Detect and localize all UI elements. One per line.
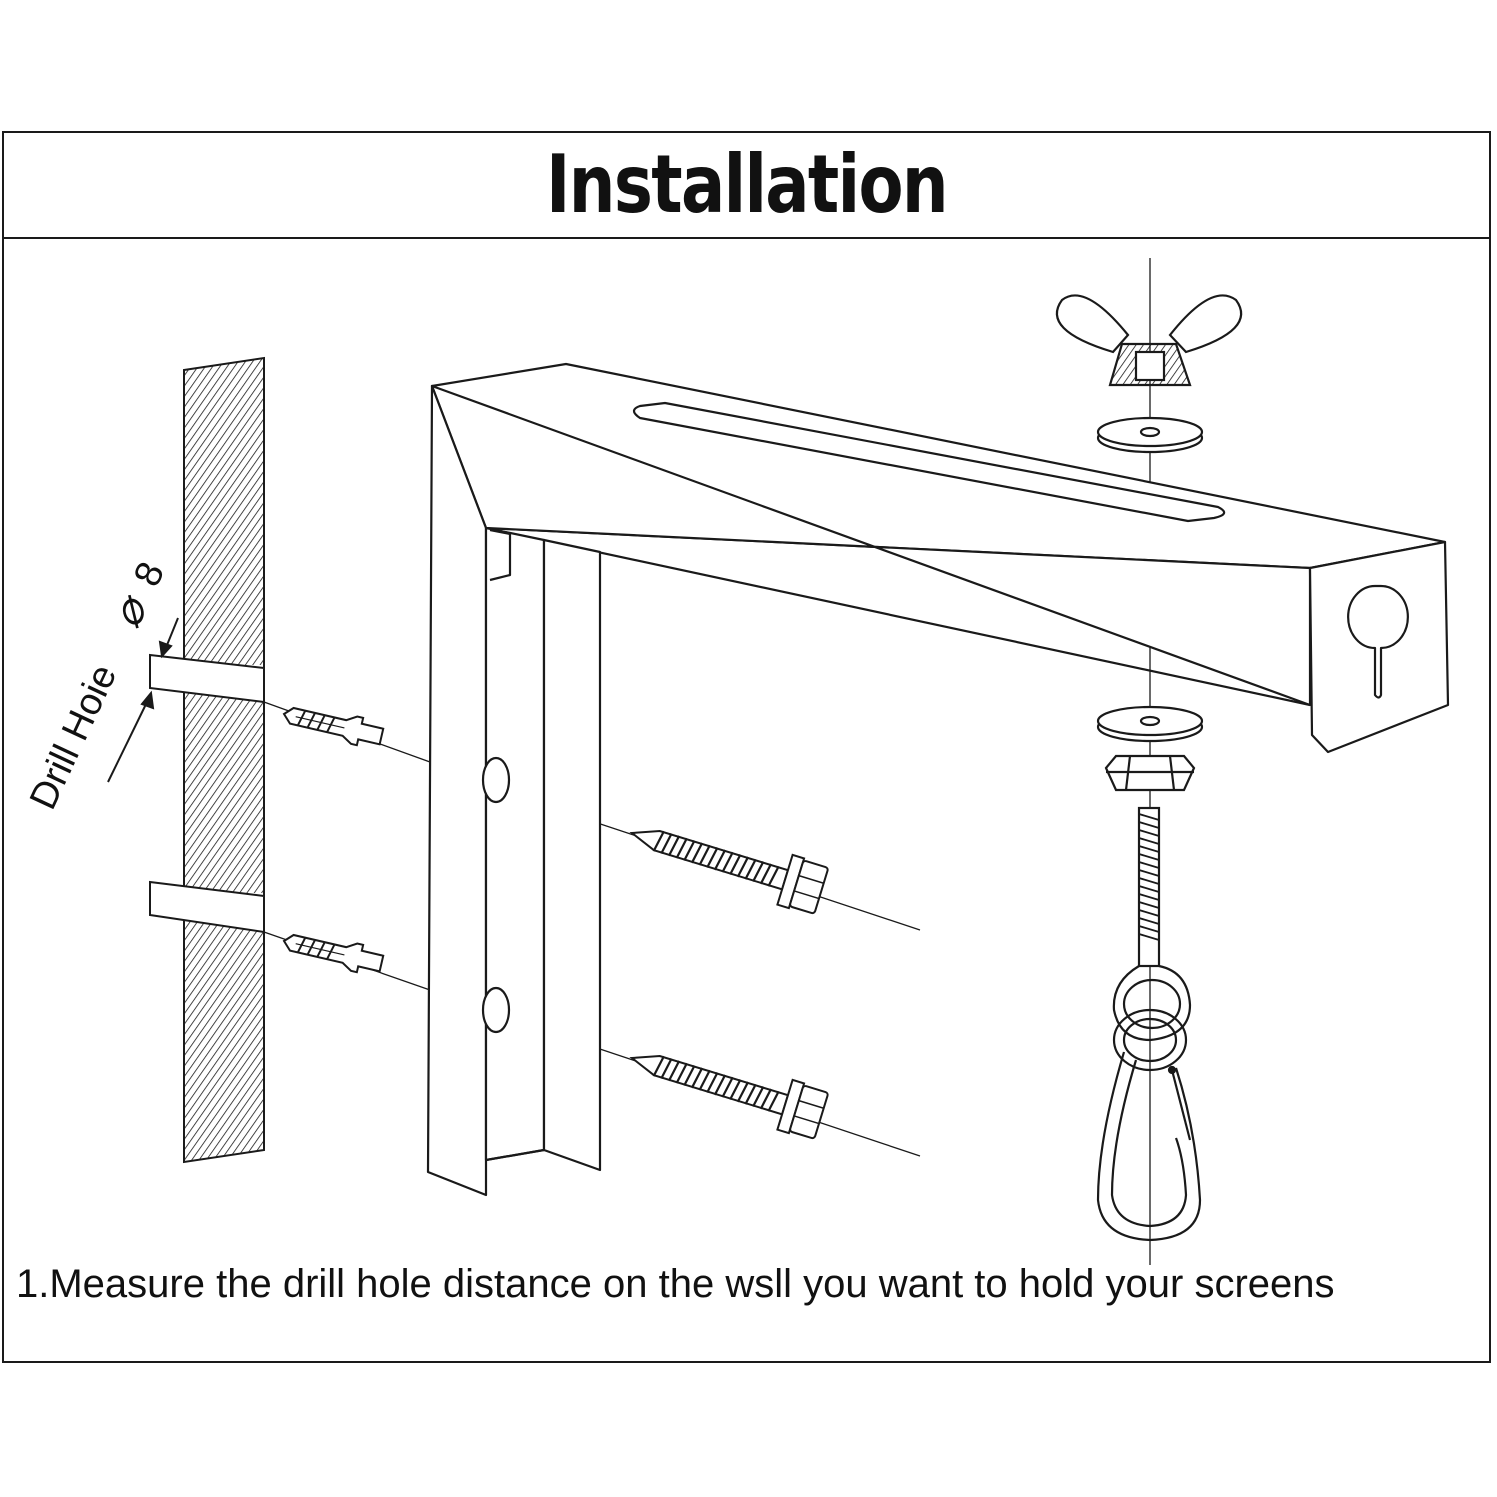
snap-hook — [1096, 1008, 1202, 1242]
dimension-arrows — [107, 617, 179, 783]
screw-upper — [623, 807, 831, 917]
washer-upper — [1096, 416, 1204, 454]
diameter-symbol: ⌀ — [101, 586, 159, 635]
hex-nut — [1104, 754, 1196, 792]
installation-frame: Installation — [2, 131, 1491, 1363]
washer-lower — [1096, 705, 1204, 743]
eye-bolt — [1112, 806, 1192, 1042]
drill-hole-text: Drill Hoie — [22, 658, 125, 815]
instruction-caption: 1.Measure the drill hole distance on the… — [16, 1262, 1335, 1306]
title-bar: Installation — [4, 133, 1489, 239]
wall-anchor-lower — [279, 926, 386, 979]
wing-nut — [1055, 294, 1243, 387]
wall-bracket — [426, 362, 1450, 1197]
diameter-value: 8 — [126, 556, 173, 593]
wall-anchor-upper — [279, 699, 386, 752]
page-title: Installation — [546, 138, 949, 231]
wall-section — [183, 356, 265, 1164]
screw-lower — [623, 1032, 831, 1142]
